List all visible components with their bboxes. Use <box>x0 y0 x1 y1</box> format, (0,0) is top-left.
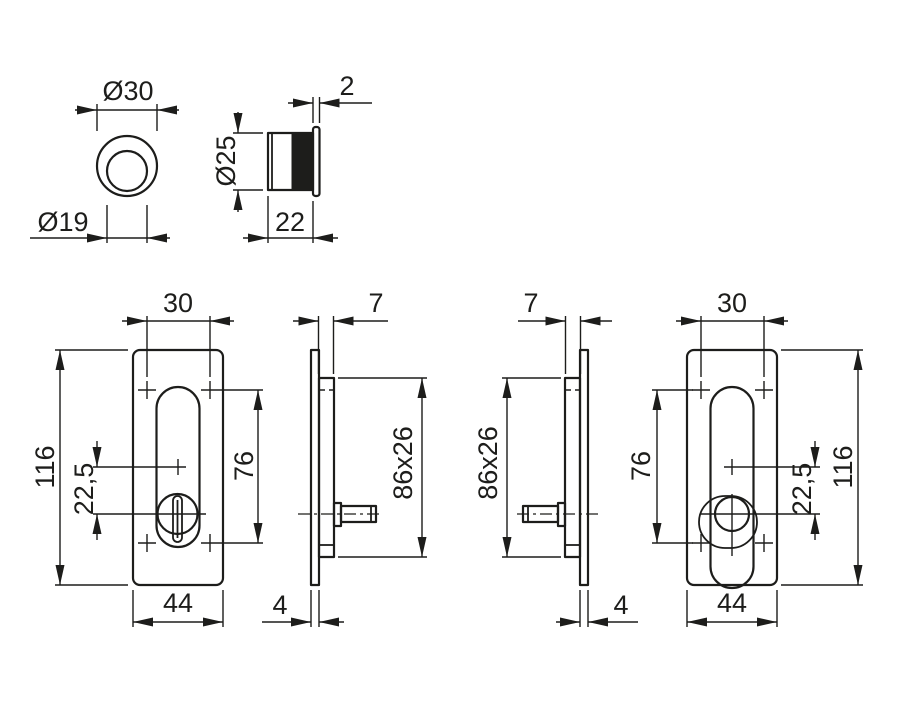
dim-label-body-diameter: Ø25 <box>211 135 241 186</box>
dim-label-door-cutout: 86x26 <box>473 426 503 500</box>
cup-side-view: Ø25 22 2 <box>211 71 372 243</box>
dim-label-depth: 7 <box>368 288 383 318</box>
plate-profile <box>578 348 590 587</box>
dim-label-flange-thickness: 2 <box>339 71 354 101</box>
plate-front-view-right: 30 76 22,5 116 44 <box>626 288 863 627</box>
plate-front-view-left: 30 116 22,5 76 44 <box>30 288 263 627</box>
fixing-hole-marks <box>692 381 773 552</box>
dim-label-plate-width: 44 <box>717 588 747 618</box>
dim-door-cutout-left: 86x26 <box>338 377 427 558</box>
cup-flange <box>311 125 321 198</box>
recess-housing <box>317 376 336 559</box>
dim-label-plate-height: 116 <box>30 445 60 488</box>
cylinder-collar <box>698 495 758 549</box>
pull-recess <box>709 385 755 590</box>
dim-turn-offset-left: 22,5 <box>69 441 102 540</box>
dim-cup-body-length: 22 <box>243 196 338 243</box>
thumbturn-knob <box>172 495 183 543</box>
dim-label-hole-spacing-height: 76 <box>229 451 259 481</box>
cup-inner-recess <box>105 149 149 193</box>
dim-turn-offset-right: 22,5 <box>787 441 820 540</box>
dim-label-inner-diameter: Ø19 <box>37 207 88 237</box>
dim-label-turn-offset: 22,5 <box>787 463 817 516</box>
dim-hole-spacing-height-right: 76 <box>626 389 693 544</box>
fixing-hole-marks <box>138 381 219 552</box>
dim-hole-spacing-width-right: 30 <box>676 288 788 377</box>
plate-side-view-right: 7 86x26 4 <box>473 288 638 627</box>
dim-label-depth: 7 <box>523 288 538 318</box>
cup-knurled-section <box>291 132 314 191</box>
dim-cup-flange-thickness: 2 <box>288 71 372 123</box>
recess-housing <box>563 376 582 559</box>
cup-outer-rim <box>95 134 159 198</box>
plate-profile <box>309 348 321 587</box>
dim-label-body-length: 22 <box>275 207 305 237</box>
dim-plate-height-left: 116 <box>30 349 128 586</box>
dim-label-outer-diameter: Ø30 <box>102 76 153 106</box>
dim-plate-width-right: 44 <box>686 588 778 627</box>
dim-door-cutout-right: 86x26 <box>473 377 561 558</box>
dim-cup-outer-diameter: Ø30 <box>75 76 179 131</box>
plate-side-view-left: 7 86x26 4 <box>262 288 427 627</box>
dim-label-plate-thickness: 4 <box>613 590 628 620</box>
dim-label-hole-spacing-width: 30 <box>717 288 747 318</box>
dim-label-door-cutout: 86x26 <box>388 426 418 500</box>
dim-cup-inner-diameter: Ø19 <box>30 205 170 243</box>
dim-plate-width-left: 44 <box>132 588 224 627</box>
dim-hole-spacing-width-left: 30 <box>122 288 234 377</box>
dim-depth-right: 7 <box>518 288 612 374</box>
dim-label-plate-width: 44 <box>163 588 193 618</box>
cup-front-view: Ø30 Ø19 <box>30 76 179 243</box>
dim-label-hole-spacing-height: 76 <box>626 451 656 481</box>
dim-label-hole-spacing-width: 30 <box>163 288 193 318</box>
dim-plate-height-right: 116 <box>781 349 863 586</box>
dim-depth-left: 7 <box>293 288 388 374</box>
dim-hole-spacing-height-left: 76 <box>219 389 263 544</box>
dim-plate-thickness-right: 4 <box>556 590 638 627</box>
dim-label-plate-height: 116 <box>828 445 858 488</box>
dim-plate-thickness-left: 4 <box>262 590 344 627</box>
dim-cup-body-diameter: Ø25 <box>211 112 263 212</box>
dim-label-turn-offset: 22,5 <box>69 463 99 516</box>
dim-label-plate-thickness: 4 <box>272 590 287 620</box>
